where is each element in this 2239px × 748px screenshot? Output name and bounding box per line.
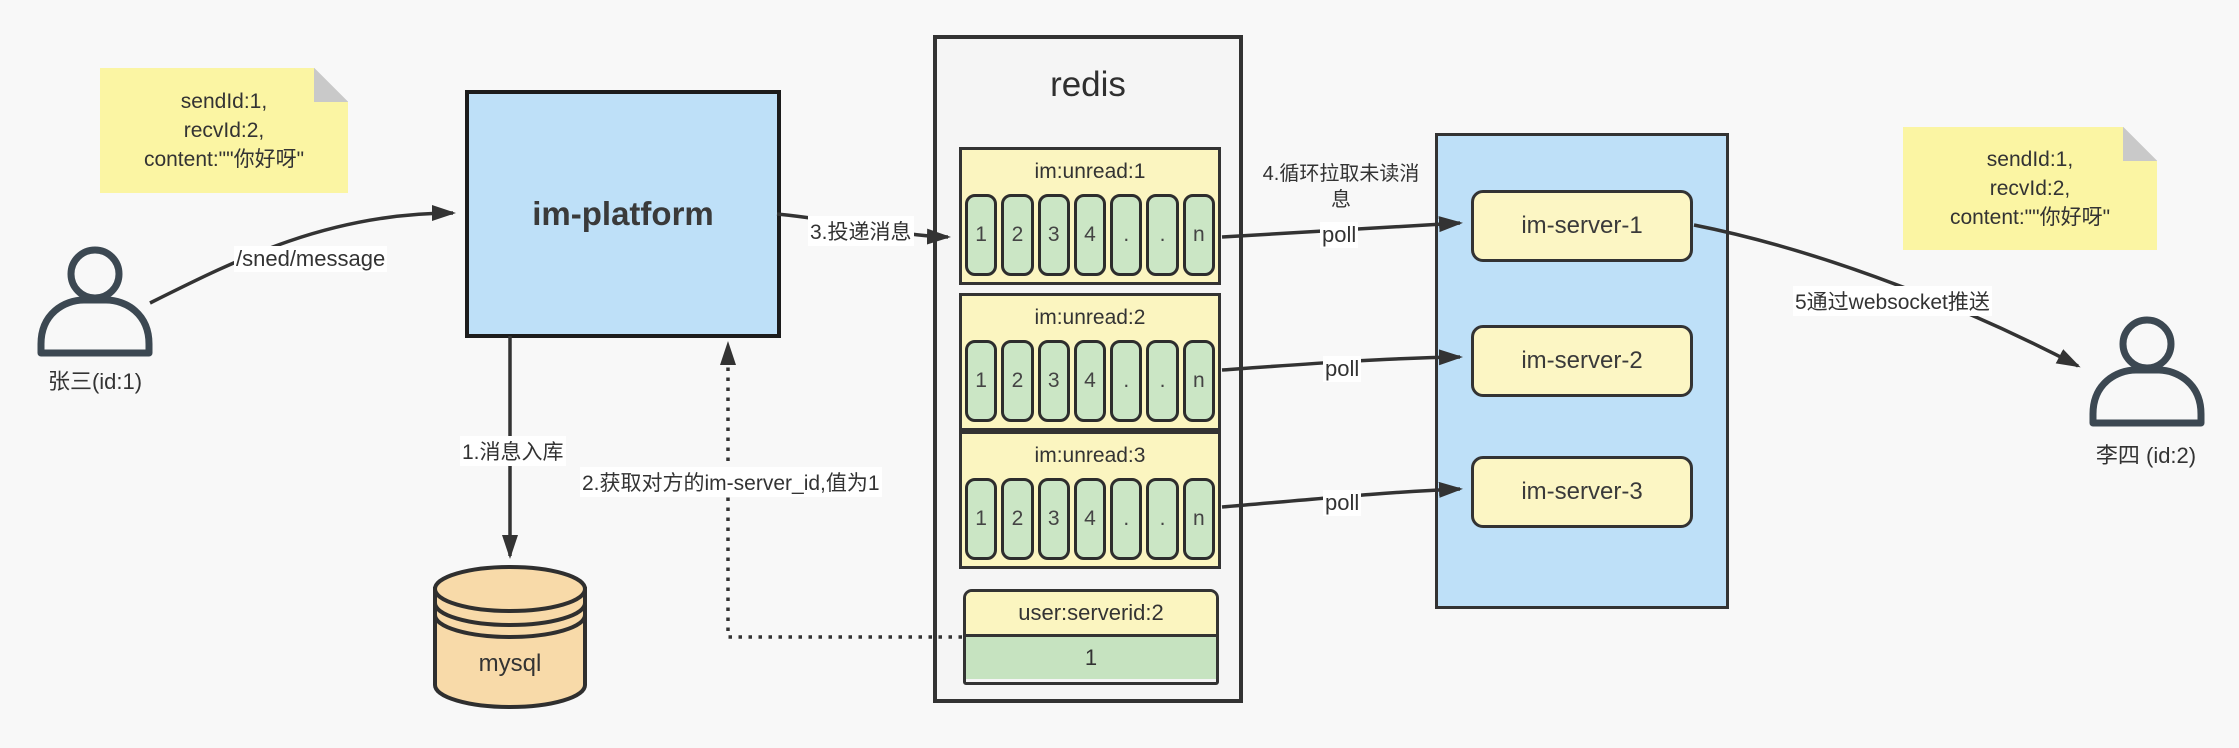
send-message-label: /sned/message (234, 246, 388, 272)
poll-label-2: poll (1323, 356, 1362, 382)
queue-cell: n (1182, 478, 1215, 560)
queue-im-unread-2: im:unread:2 1 2 3 4 . . n (959, 293, 1221, 431)
queue-cell: n (1182, 340, 1215, 422)
im-server-cluster: im-server-1 im-server-2 im-server-3 (1435, 133, 1729, 609)
note-line: content:""你好呀" (143, 148, 305, 171)
websocket-push-label: 5通过websocket推送 (1793, 286, 1992, 316)
queue-header: im:unread:3 (1034, 444, 1146, 467)
queue-cell: 1 (965, 478, 998, 560)
queue-cell: 4 (1073, 478, 1107, 560)
queue-cell: 3 (1037, 194, 1070, 276)
store-db-label: 1.消息入库 (460, 436, 566, 466)
note-line: content:""你好呀" (1949, 206, 2111, 229)
queue-cell: 1 (965, 340, 998, 422)
im-server-1-label: im-server-1 (1521, 212, 1643, 239)
kv-user-serverid: user:serverid:2 1 (963, 589, 1219, 685)
queue-im-unread-3: im:unread:3 1 2 3 4 . . n (959, 431, 1221, 569)
kv-key: user:serverid:2 (966, 592, 1216, 637)
pull-unread-label: 4.循环拉取未读消息 (1262, 163, 1420, 211)
sender-label: 张三(id:1) (47, 369, 143, 394)
note-line: recvId:2, (183, 119, 265, 142)
queue-cell: 2 (1001, 194, 1034, 276)
queue-cell: 2 (1001, 340, 1034, 422)
queue-cell: . (1146, 340, 1179, 422)
queue-cell: . (1110, 194, 1143, 276)
user-icon (2089, 316, 2205, 427)
im-server-2-label: im-server-2 (1521, 347, 1643, 374)
queue-im-unread-1: im:unread:1 1 2 3 4 . . n (959, 147, 1221, 285)
im-server-2-box: im-server-2 (1471, 325, 1693, 397)
queue-cell: 2 (1001, 478, 1034, 560)
note-fold-icon (314, 68, 348, 102)
queue-cell: . (1146, 478, 1179, 560)
queue-cell: . (1110, 478, 1143, 560)
queue-cell: 1 (965, 194, 998, 276)
queue-cell: n (1182, 194, 1215, 276)
im-server-3-label: im-server-3 (1521, 478, 1643, 505)
queue-cell: . (1110, 340, 1143, 422)
note-line: sendId:1, (180, 90, 268, 113)
deliver-label: 3.投递消息 (808, 216, 914, 246)
queue-cells: 1 2 3 4 . . n (965, 194, 1215, 276)
fetch-serverid-label: 2.获取对方的im-server_id,值为1 (580, 467, 882, 497)
database-cylinder-icon (433, 565, 587, 709)
queue-header: im:unread:2 (1034, 306, 1146, 329)
redis-title: redis (1050, 65, 1126, 104)
note-line: recvId:2, (1989, 177, 2071, 200)
queue-cells: 1 2 3 4 . . n (965, 478, 1215, 560)
queue-cell: . (1146, 194, 1179, 276)
im-platform-box: im-platform (465, 90, 781, 338)
queue-cells: 1 2 3 4 . . n (965, 340, 1215, 422)
queue-cell: 4 (1073, 340, 1107, 422)
im-server-1-box: im-server-1 (1471, 190, 1693, 262)
mysql-label: mysql (478, 650, 542, 677)
sticky-note-left: sendId:1, recvId:2, content:""你好呀" (100, 68, 348, 193)
note-line: sendId:1, (1986, 148, 2074, 171)
im-server-3-box: im-server-3 (1471, 456, 1693, 528)
poll-label-3: poll (1323, 490, 1362, 516)
sticky-note-right: sendId:1, recvId:2, content:""你好呀" (1903, 127, 2157, 250)
receiver-label: 李四 (id:2) (2095, 443, 2197, 468)
user-icon (37, 246, 153, 357)
queue-cell: 3 (1037, 478, 1070, 560)
redis-container: redis im:unread:1 1 2 3 4 . . n im:unrea… (933, 35, 1243, 703)
poll-label-1: poll (1320, 222, 1359, 248)
queue-cell: 4 (1073, 194, 1107, 276)
queue-cell: 3 (1037, 340, 1070, 422)
note-fold-icon (2123, 127, 2157, 161)
queue-header: im:unread:1 (1034, 160, 1146, 183)
im-platform-label: im-platform (532, 195, 714, 232)
kv-value: 1 (966, 637, 1216, 679)
